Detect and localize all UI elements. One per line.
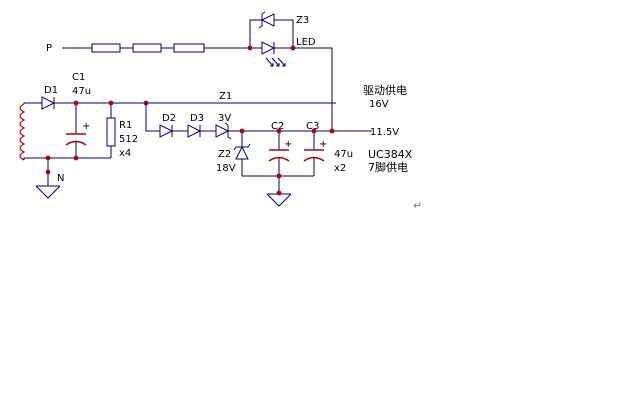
svg-text:+: + (319, 139, 327, 150)
input-section: + (19, 96, 336, 199)
label-c1-value: 47u (72, 86, 91, 97)
junction-dot (73, 100, 79, 106)
label-z2: Z2 (218, 149, 231, 160)
label-c1: C1 (72, 72, 85, 83)
svg-text:+: + (82, 121, 90, 132)
ground-symbol-output (266, 193, 292, 207)
diode-d2 (159, 124, 174, 138)
zener-3v (215, 124, 230, 138)
resistor-r1 (106, 117, 116, 147)
paragraph-mark: ↵ (413, 199, 422, 212)
label-uc384x: UC384X (368, 148, 413, 161)
series-resistor-3 (173, 43, 205, 53)
junction-dot (276, 190, 282, 196)
label-d3: D3 (190, 113, 204, 124)
diode-d1 (41, 96, 56, 110)
label-p: P (46, 43, 52, 54)
junction-dot (73, 155, 79, 161)
label-led: LED (296, 37, 316, 48)
transformer-coil (19, 103, 26, 161)
label-z3: Z3 (296, 15, 309, 26)
junction-dot (329, 128, 335, 134)
svg-text:+: + (284, 139, 292, 150)
junction-dot (45, 155, 51, 161)
ground-symbol-n (35, 185, 61, 199)
zener-z2 (235, 145, 249, 160)
junction-dot (108, 100, 114, 106)
label-r1-value: 512 (119, 134, 138, 145)
regulator-chain: + + (145, 103, 372, 207)
label-z1: Z1 (219, 91, 232, 102)
label-z2-value: 18V (216, 163, 236, 174)
label-11-5v: 11.5V (370, 127, 399, 138)
label-r1: R1 (119, 120, 132, 131)
label-d2: D2 (162, 113, 176, 124)
label-drive-power: 驱动供电 (363, 83, 407, 97)
label-c2: C2 (271, 121, 284, 132)
junction-dot (276, 128, 282, 134)
label-r1-count: x4 (119, 148, 131, 159)
label-d1: D1 (44, 85, 58, 96)
series-resistor-2 (132, 43, 162, 53)
label-3v: 3V (218, 113, 231, 124)
label-c3: C3 (306, 121, 319, 132)
junction-dot (290, 45, 296, 51)
diode-d3 (187, 124, 202, 138)
series-resistor-1 (91, 43, 121, 53)
label-c3-value: 47u (334, 149, 353, 160)
led-diode (261, 41, 276, 55)
led-light-arrows (265, 57, 286, 67)
label-c3-count: x2 (334, 163, 346, 174)
zener-z3 (260, 13, 275, 27)
junction-dot (45, 169, 51, 175)
top-branch (62, 11, 333, 131)
label-n: N (57, 173, 64, 184)
junction-dot (239, 128, 245, 134)
component-labels: P N D1 C1 47u R1 512 x4 Z1 Z3 LED D2 D3 … (44, 15, 422, 212)
junction-dot (311, 128, 317, 134)
junction-dot (276, 173, 282, 179)
label-16v: 16V (369, 99, 389, 110)
junction-dot (247, 45, 253, 51)
label-pin7-power: 7脚供电 (368, 160, 408, 174)
